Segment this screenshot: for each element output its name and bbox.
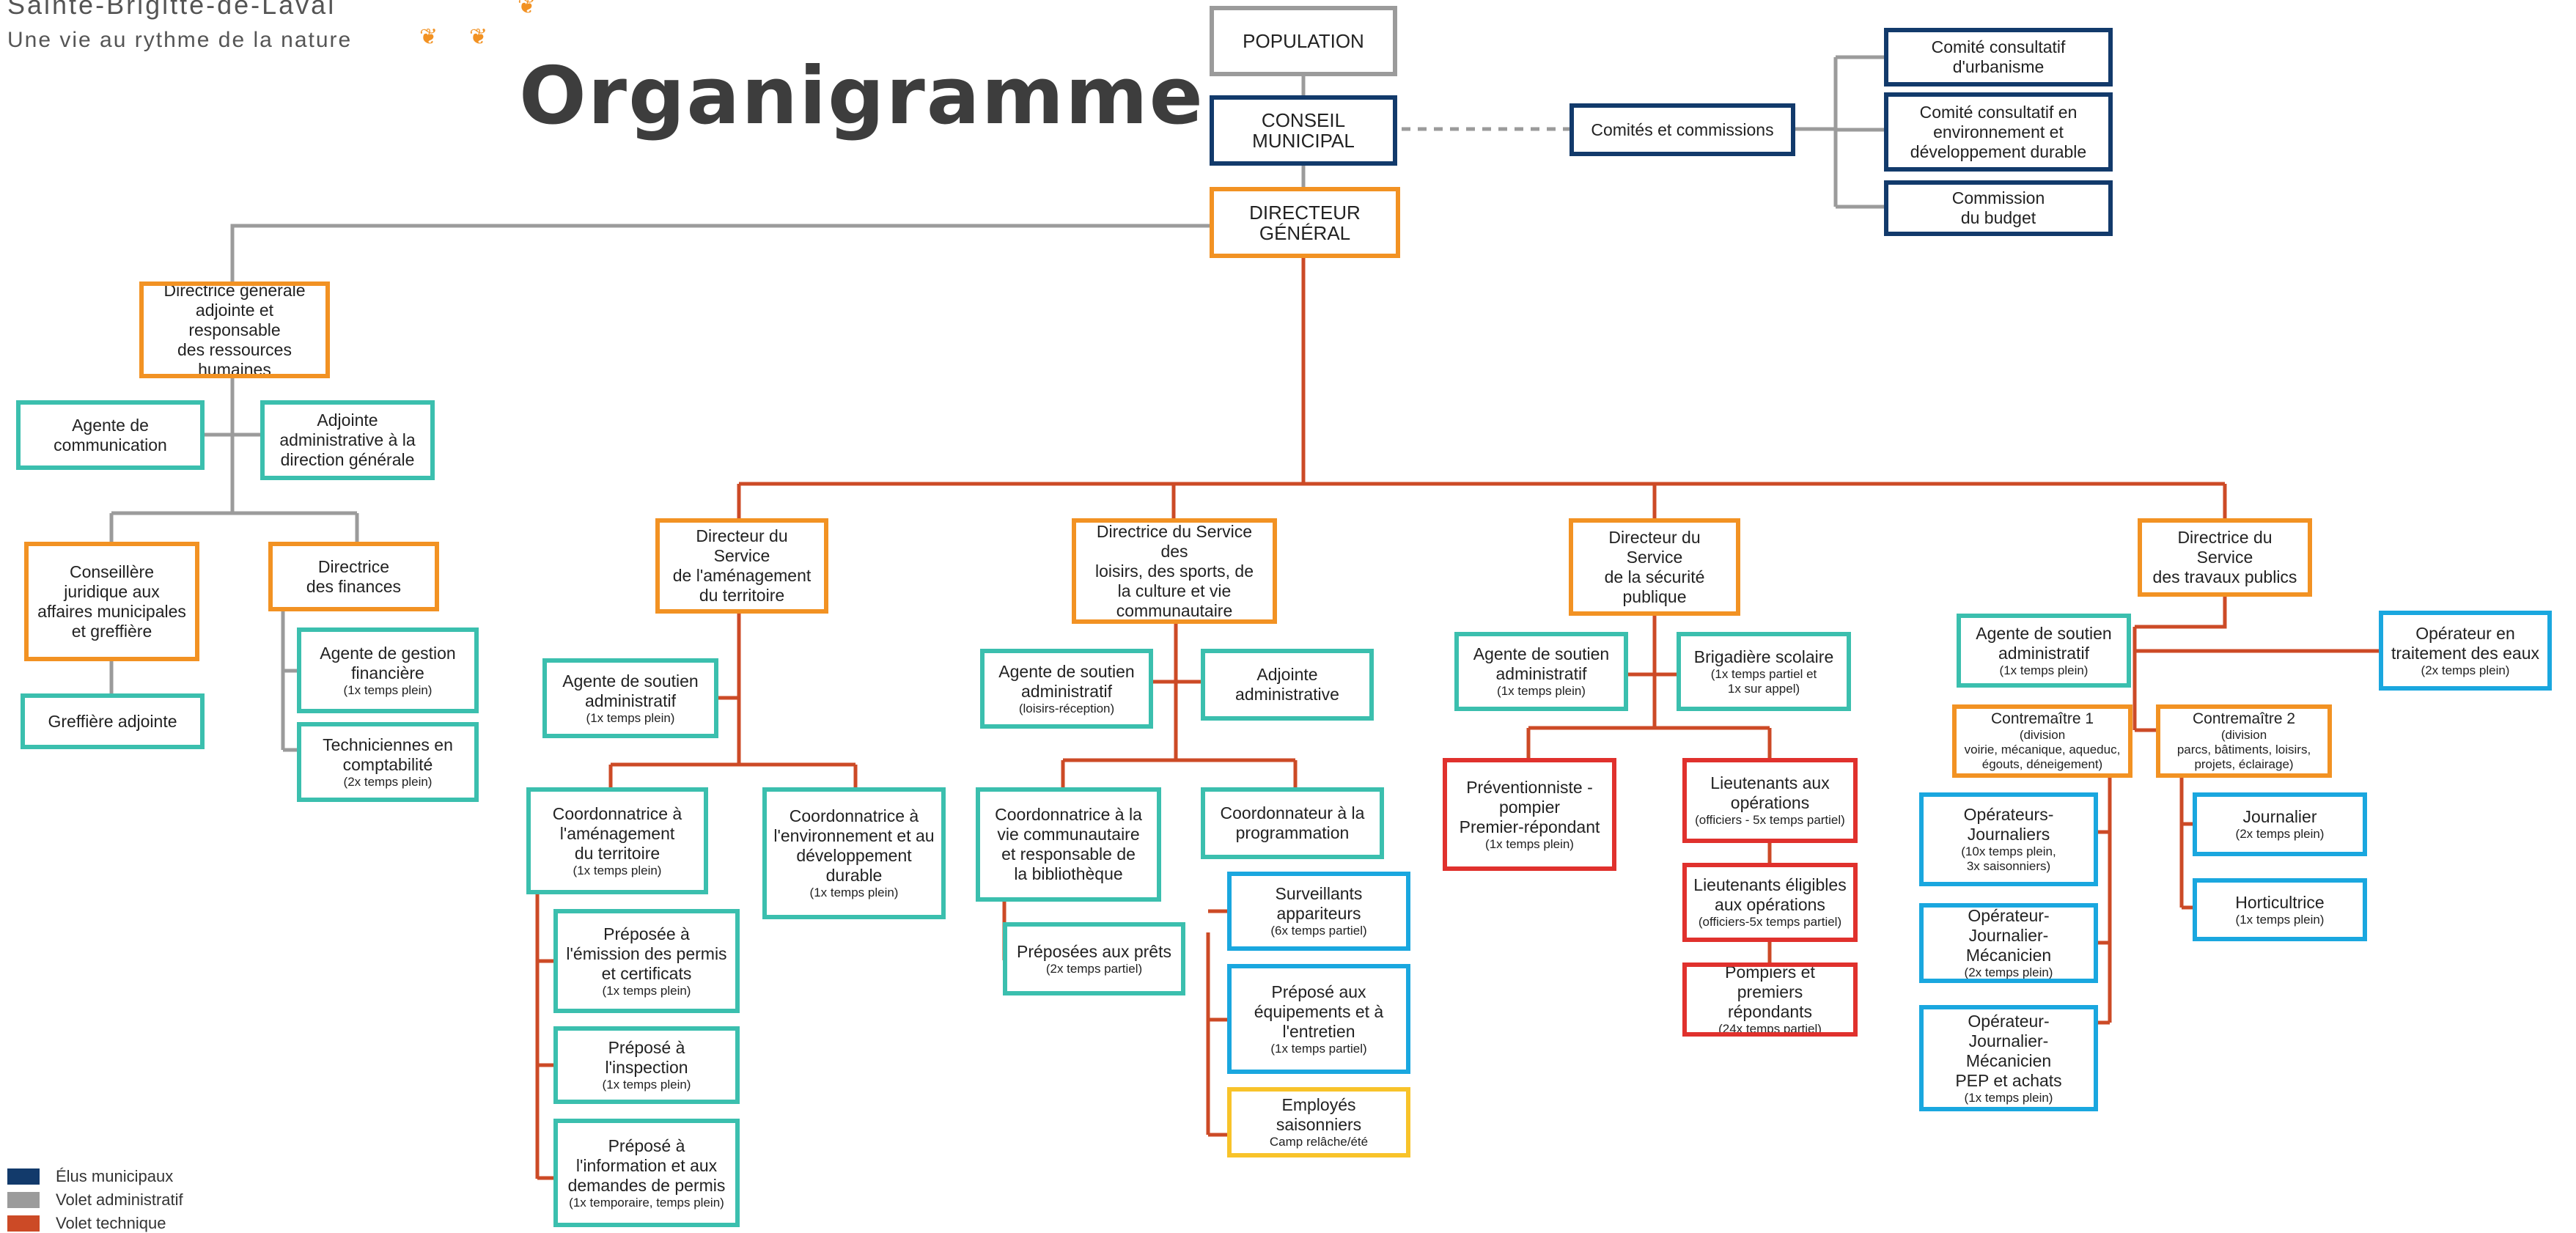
node-directrice-finances: Directrice des finances: [268, 542, 439, 611]
node-operateurs-journaliers: Opérateurs- Journaliers(10x temps plein,…: [1919, 792, 2098, 886]
node-prepose-inspection: Préposé à l'inspection(1x temps plein): [553, 1026, 740, 1104]
node-preposee-permis: Préposée à l'émission des permis et cert…: [553, 909, 740, 1013]
node-population: POPULATION: [1210, 6, 1397, 76]
legend-item-elus: Élus municipaux: [7, 1167, 173, 1186]
legend-item-technique: Volet technique: [7, 1214, 166, 1233]
legend-swatch: [7, 1215, 40, 1232]
node-preposees-prets: Préposées aux prêts(2x temps partiel): [1003, 922, 1185, 995]
node-horticultrice: Horticultrice(1x temps plein): [2193, 878, 2367, 941]
node-lieutenants-operations: Lieutenants aux opérations(officiers - 5…: [1682, 758, 1858, 843]
node-lieutenants-eligibles: Lieutenants éligibles aux opérations(off…: [1682, 863, 1858, 942]
node-techniciennes-comptabilite: Techniciennes en comptabilité(2x temps p…: [297, 722, 479, 802]
page-title: Organigramme: [519, 51, 1204, 142]
node-dir-amenagement: Directeur du Service de l'aménagement du…: [655, 518, 828, 614]
node-dga-rh: Directrice générale adjointe et responsa…: [139, 281, 330, 378]
leaf-icon: ❦: [518, 0, 537, 18]
node-commission-budget: Commission du budget: [1884, 180, 2113, 236]
node-brigadiere-scolaire: Brigadière scolaire(1x temps partiel et …: [1677, 632, 1851, 711]
brand-name: Sainte-Brigitte-de-Laval: [7, 0, 336, 20]
legend-label: Volet administratif: [56, 1190, 183, 1209]
legend-swatch: [7, 1168, 40, 1185]
node-agente-soutien-securite: Agente de soutien administratif(1x temps…: [1454, 632, 1628, 711]
node-coord-programmation: Coordonnateur à la programmation: [1201, 787, 1384, 859]
node-preventionniste: Préventionniste - pompier Premier-répond…: [1443, 758, 1616, 871]
node-pompiers-premiers-repondants: Pompiers et premiers répondants(24x temp…: [1682, 963, 1858, 1037]
node-greffiere-adjointe: Greffière adjointe: [21, 693, 205, 749]
node-conseillere-juridique: Conseillère juridique aux affaires munic…: [24, 542, 199, 661]
node-journalier: Journalier(2x temps plein): [2193, 792, 2367, 856]
legend-label: Volet technique: [56, 1214, 166, 1232]
node-prepose-information: Préposé à l'information et aux demandes …: [553, 1119, 740, 1227]
node-directeur-general: DIRECTEUR GÉNÉRAL: [1210, 187, 1400, 258]
node-coord-amenagement: Coordonnatrice à l'aménagement du territ…: [526, 787, 708, 894]
node-operateur-journalier-pep: Opérateur-Journalier- Mécanicien PEP et …: [1919, 1005, 2098, 1111]
leaf-icon: ❦: [419, 25, 438, 49]
node-dir-loisirs: Directrice du Service des loisirs, des s…: [1072, 518, 1277, 624]
node-coord-vie-communautaire: Coordonnatrice à la vie communautaire et…: [976, 787, 1161, 902]
node-contremaitre-1: Contremaître 1(division voirie, mécaniqu…: [1952, 704, 2132, 778]
brand-tagline: Une vie au rythme de la nature: [7, 28, 353, 52]
legend-swatch: [7, 1192, 40, 1208]
node-surveillants-appariteurs: Surveillants appariteurs(6x temps partie…: [1227, 872, 1410, 951]
node-agente-soutien-tp: Agente de soutien administratif(1x temps…: [1957, 614, 2131, 688]
node-comite-urbanisme: Comité consultatif d'urbanisme: [1884, 28, 2113, 87]
node-dir-securite: Directeur du Service de la sécurité publ…: [1569, 518, 1740, 616]
node-coord-environnement: Coordonnatrice à l'environnement et au d…: [762, 787, 946, 919]
node-dir-travaux-publics: Directrice du Service des travaux public…: [2138, 518, 2312, 597]
node-comite-environnement: Comité consultatif en environnement et d…: [1884, 92, 2113, 172]
node-comites-commissions: Comités et commissions: [1569, 103, 1795, 156]
legend-label: Élus municipaux: [56, 1167, 174, 1185]
node-prepose-equipements: Préposé aux équipements et à l'entretien…: [1227, 964, 1410, 1074]
leaf-icon: ❦: [469, 25, 488, 49]
node-operateur-journalier-mecanicien: Opérateur-Journalier- Mécanicien(2x temp…: [1919, 903, 2098, 983]
node-agente-soutien-loisirs: Agente de soutien administratif(loisirs-…: [980, 649, 1153, 729]
legend-item-administratif: Volet administratif: [7, 1190, 183, 1210]
node-operateur-traitement-eaux: Opérateur en traitement des eaux(2x temp…: [2379, 611, 2552, 691]
node-adjointe-admin-dg: Adjointe administrative à la direction g…: [260, 400, 435, 480]
node-agente-gestion-financiere: Agente de gestion financière(1x temps pl…: [297, 627, 479, 713]
node-agente-communication: Agente de communication: [16, 400, 205, 470]
node-conseil-municipal: CONSEIL MUNICIPAL: [1210, 95, 1397, 166]
node-agente-soutien-amenagement: Agente de soutien administratif(1x temps…: [542, 658, 718, 738]
node-adjointe-admin-loisirs: Adjointe administrative: [1201, 649, 1374, 721]
node-contremaitre-2: Contremaître 2(division parcs, bâtiments…: [2156, 704, 2332, 778]
